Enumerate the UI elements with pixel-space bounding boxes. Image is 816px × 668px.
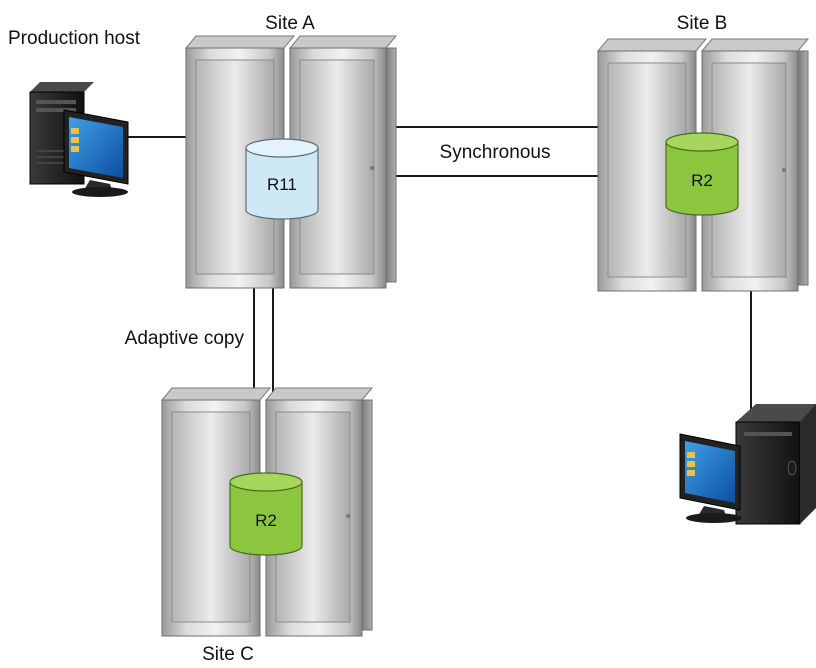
monitor-icon — [679, 433, 742, 523]
production-host-label: Production host — [8, 28, 141, 49]
site-a-label: Site A — [265, 13, 315, 34]
adaptive-copy-link-label: Adaptive copy — [125, 328, 245, 349]
site-b-storage-array: R2 — [596, 38, 810, 292]
site-b-label: Site B — [677, 13, 728, 34]
link-site-a-to-site-c — [253, 288, 274, 392]
link-site-a-to-site-b — [396, 126, 600, 177]
disk-r11-label: R11 — [267, 175, 297, 194]
site-c-label: Site C — [202, 644, 254, 665]
disk-r2-site-b: R2 — [665, 132, 739, 216]
disk-r2-site-c-label: R2 — [255, 511, 277, 530]
monitor-icon — [63, 109, 129, 197]
site-a-storage-array: R11 — [184, 35, 398, 289]
production-host-computer — [29, 82, 129, 197]
site-c-storage-array: R2 — [160, 387, 374, 637]
synchronous-link-label: Synchronous — [440, 142, 551, 163]
tower-icon — [735, 404, 816, 525]
disk-r2-site-b-label: R2 — [691, 171, 713, 190]
disk-r2-site-c: R2 — [229, 472, 303, 556]
disk-r11: R11 — [245, 138, 319, 220]
remote-host-computer — [679, 404, 816, 525]
